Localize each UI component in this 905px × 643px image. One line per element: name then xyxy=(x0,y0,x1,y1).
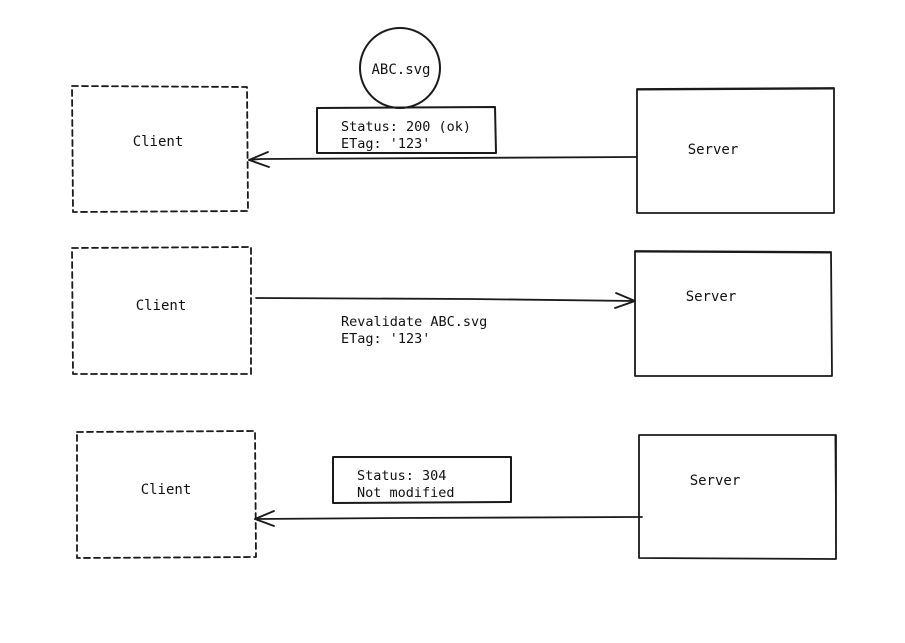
message-box-3 xyxy=(332,456,512,504)
message-line-3-2: Not modified xyxy=(357,485,455,501)
message-line-1-1: Status: 200 (ok) xyxy=(341,119,471,135)
client-box-1 xyxy=(71,85,249,213)
response-arrowhead-1 xyxy=(248,151,270,168)
message-line-3-1: Status: 304 xyxy=(357,468,446,484)
message-line-1-2: ETag: '123' xyxy=(341,136,430,152)
server-box-1 xyxy=(636,87,835,214)
response-arrow-1 xyxy=(248,156,637,161)
response-arrowhead-3 xyxy=(254,510,275,527)
client-box-2 xyxy=(71,246,252,375)
client-label-3: Client xyxy=(141,482,192,498)
message-line-2-2: ETag: '123' xyxy=(341,331,430,347)
message-line-2-1: Revalidate ABC.svg xyxy=(341,314,487,330)
resource-label: ABC.svg xyxy=(371,62,430,78)
server-box-3 xyxy=(638,434,837,560)
request-arrowhead-2 xyxy=(614,292,636,309)
server-label-2: Server xyxy=(686,289,737,305)
server-label-1: Server xyxy=(688,142,739,158)
client-label-1: Client xyxy=(133,134,184,150)
server-label-3: Server xyxy=(690,473,741,489)
client-label-2: Client xyxy=(136,298,187,314)
server-box-2 xyxy=(634,250,833,377)
client-box-3 xyxy=(76,430,257,559)
message-box-1 xyxy=(316,106,497,154)
response-arrow-3 xyxy=(254,516,643,520)
resource-circle xyxy=(359,27,441,109)
request-arrow-2 xyxy=(255,297,636,302)
